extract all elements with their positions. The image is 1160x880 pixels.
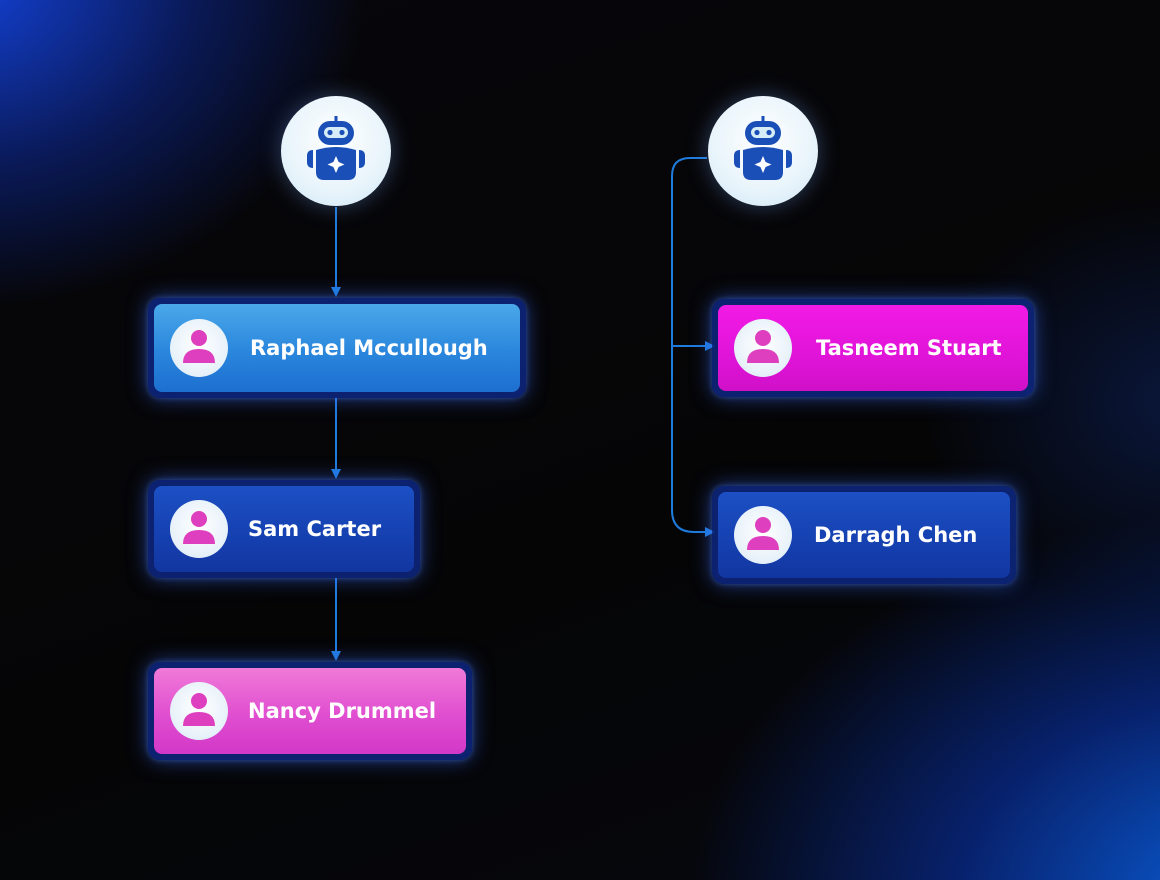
node-body: Tasneem Stuart [718,305,1028,391]
avatar [170,319,228,377]
avatar [170,682,228,740]
person-icon [744,327,782,369]
node-body: Raphael Mccullough [154,304,520,392]
avatar [734,319,792,377]
person-name: Raphael Mccullough [250,336,488,360]
person-node-sam-carter[interactable]: Sam Carter [148,480,420,578]
person-name: Sam Carter [248,517,382,541]
robot-node-right[interactable] [708,96,818,206]
connector-bot2-trunk [671,157,715,537]
person-node-darragh-chen[interactable]: Darragh Chen [712,486,1016,584]
robot-sparkle-icon [306,116,366,186]
node-body: Sam Carter [154,486,414,572]
avatar [734,506,792,564]
person-icon [180,508,218,550]
avatar [170,500,228,558]
person-icon [180,327,218,369]
person-name: Tasneem Stuart [816,336,1002,360]
person-name: Nancy Drummel [248,699,437,723]
node-body: Nancy Drummel [154,668,466,754]
person-node-nancy-drummel[interactable]: Nancy Drummel [148,662,472,760]
robot-node-left[interactable] [281,96,391,206]
person-name: Darragh Chen [814,523,978,547]
robot-sparkle-icon [733,116,793,186]
person-icon [180,690,218,732]
node-body: Darragh Chen [718,492,1010,578]
person-node-tasneem-stuart[interactable]: Tasneem Stuart [712,299,1034,397]
person-icon [744,514,782,556]
person-node-raphael-mccullough[interactable]: Raphael Mccullough [148,298,526,398]
